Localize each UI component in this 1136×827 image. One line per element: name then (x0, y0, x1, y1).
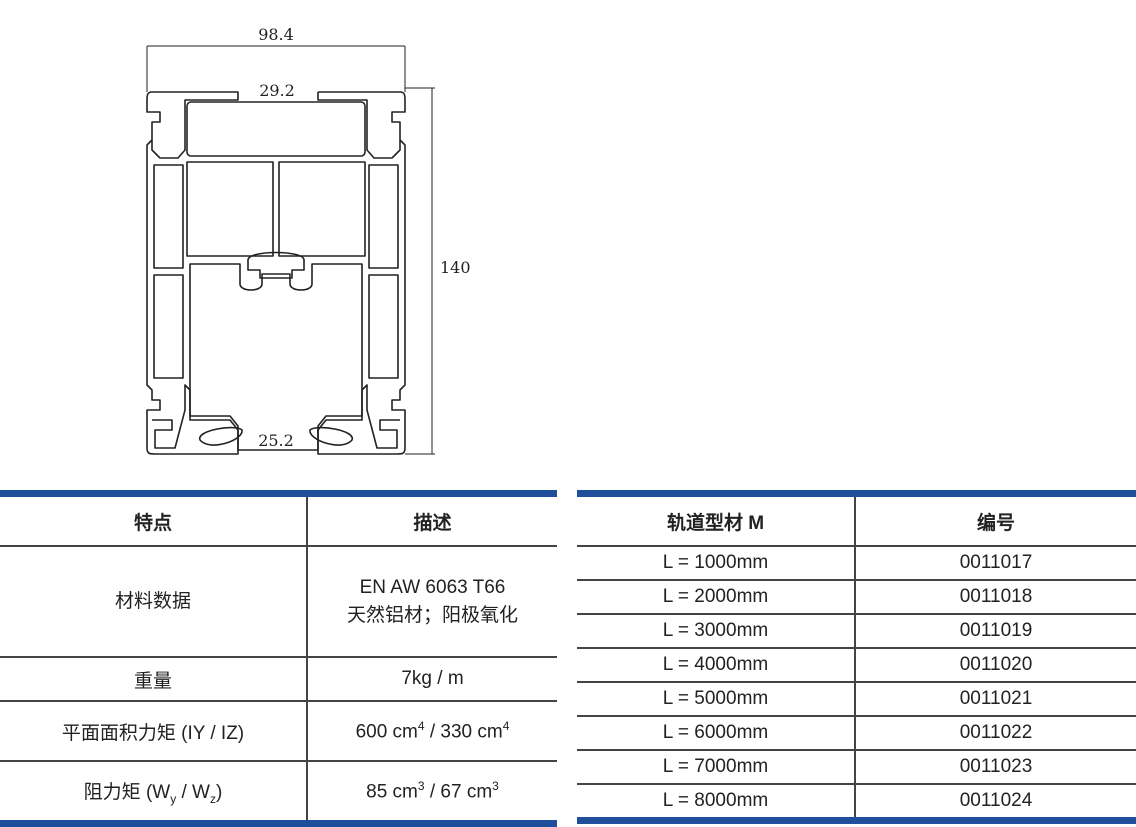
left-side-pocket-upper (153, 164, 184, 269)
header-profile: 轨道型材 M (577, 493, 856, 547)
code-cell: 0011024 (959, 790, 1033, 811)
table-row: L = 6000mm 0011022 (577, 716, 1136, 751)
resist-label-suffix: ) (216, 781, 223, 803)
inertia-value-a: 600 cm (355, 721, 418, 743)
right-upper-chamber (278, 161, 366, 257)
length-cell: L = 2000mm (577, 580, 856, 615)
code-cell: 0011020 (855, 648, 1136, 683)
table-row: 平面面积力矩 (IY / IZ) 600 cm4 / 330 cm4 (0, 701, 557, 762)
header-description: 描述 (307, 493, 557, 547)
profile-outline (146, 91, 406, 455)
inertia-value: 600 cm4 / 330 cm4 (307, 701, 557, 762)
resist-value-a: 85 cm (366, 781, 418, 803)
length-cell: L = 7000mm (577, 750, 856, 785)
inertia-exp-b: 4 (502, 718, 510, 733)
top-chamber (186, 101, 366, 157)
resist-exp-b: 3 (492, 778, 499, 793)
code-cell: 0011022 (855, 716, 1136, 751)
resist-value-b: / 67 cm (424, 781, 493, 803)
length-cell: L = 8000mm (577, 784, 856, 821)
material-finish: 天然铝材；阳极氧化 (346, 604, 518, 626)
bottom-chamber (189, 263, 363, 451)
weight-label: 重量 (0, 657, 308, 702)
left-bottom-oval-slot (199, 426, 243, 446)
material-alloy: EN AW 6063 T66 (359, 576, 506, 598)
length-cell: L = 5000mm (577, 682, 856, 717)
dim-top-slot-label: 29.2 (259, 81, 295, 100)
table-row: L = 8000mm 0011024 (577, 784, 1136, 821)
inertia-value-b: / 330 cm (424, 721, 503, 743)
code-cell: 0011017 (855, 546, 1136, 581)
right-side-pocket-upper (368, 164, 399, 269)
weight-value: 7kg / m (307, 657, 557, 702)
lengths-table: 轨道型材 M 编号 L = 1000mm 0011017 L = 2000mm … (577, 490, 1136, 824)
table-row: 材料数据 EN AW 6063 T66 天然铝材；阳极氧化 (0, 546, 557, 658)
left-side-pocket-lower (153, 274, 184, 379)
code-cell: 0011018 (855, 580, 1136, 615)
table-row: L = 5000mm 0011021 (577, 682, 1136, 717)
length-cell: L = 3000mm (577, 614, 856, 649)
center-t-slot (247, 251, 305, 279)
header-feature: 特点 (0, 493, 308, 547)
dim-height-label: 140 (440, 258, 471, 277)
right-bottom-oval-slot (309, 426, 353, 446)
table-row: 重量 7kg / m (0, 657, 557, 702)
table-row: L = 1000mm 0011017 (577, 546, 1136, 581)
resist-label: 阻力矩 (Wy / Wz) (0, 761, 308, 824)
properties-table: 特点 描述 材料数据 EN AW 6063 T66 天然铝材；阳极氧化 重量 7… (0, 490, 557, 827)
table-row: L = 7000mm 0011023 (577, 750, 1136, 785)
material-value: EN AW 6063 T66 天然铝材；阳极氧化 (307, 546, 557, 658)
resist-label-prefix: 阻力矩 (W (83, 781, 171, 803)
length-cell: L = 1000mm (577, 546, 856, 581)
code-cell: 0011019 (855, 614, 1136, 649)
dim-width-label: 98.4 (258, 25, 294, 44)
table-row: L = 4000mm 0011020 (577, 648, 1136, 683)
resist-sub-z: z (210, 791, 216, 806)
right-side-pocket-lower (368, 274, 399, 379)
length-cell: L = 6000mm (577, 716, 856, 751)
inertia-label: 平面面积力矩 (IY / IZ) (0, 701, 308, 762)
length-cell: L = 4000mm (577, 648, 856, 683)
code-cell: 0011023 (855, 750, 1136, 785)
material-label: 材料数据 (0, 546, 308, 658)
table-row: L = 2000mm 0011018 (577, 580, 1136, 615)
left-upper-chamber (186, 161, 274, 257)
dim-bottom-slot-label: 25.2 (258, 431, 294, 450)
resist-label-mid: / W (176, 781, 210, 803)
properties-header-row: 特点 描述 (0, 493, 557, 547)
lengths-header-row: 轨道型材 M 编号 (577, 493, 1136, 547)
resist-sub-y: y (170, 791, 177, 806)
table-row: L = 3000mm 0011019 (577, 614, 1136, 649)
profile-cross-section-drawing: 98.4 29.2 140 25.2 (146, 25, 471, 455)
code-cell: 0011021 (855, 682, 1136, 717)
header-code: 编号 (855, 493, 1136, 547)
width-dimension-lines (146, 45, 435, 455)
inertia-exp-a: 4 (417, 718, 425, 733)
resist-value: 85 cm3 / 67 cm3 (307, 761, 557, 824)
resist-exp-a: 3 (417, 778, 425, 793)
table-row: 阻力矩 (Wy / Wz) 85 cm3 / 67 cm3 (0, 761, 557, 824)
